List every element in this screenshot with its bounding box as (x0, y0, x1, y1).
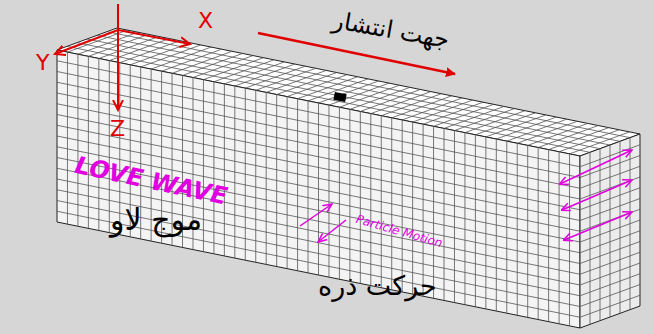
axes (55, 4, 190, 110)
grid-block (57, 28, 640, 328)
source-square (333, 92, 346, 102)
particle-motion-arrows (300, 150, 632, 242)
particle-motion-fa: حرکت ذره (318, 272, 437, 299)
axis-label: Y (36, 52, 49, 74)
axis-label: Z (110, 118, 125, 140)
direction-label: جهت انتشار (331, 8, 451, 52)
wave-name-fa: موج لاو (110, 205, 202, 235)
axis-label: X (198, 10, 213, 32)
